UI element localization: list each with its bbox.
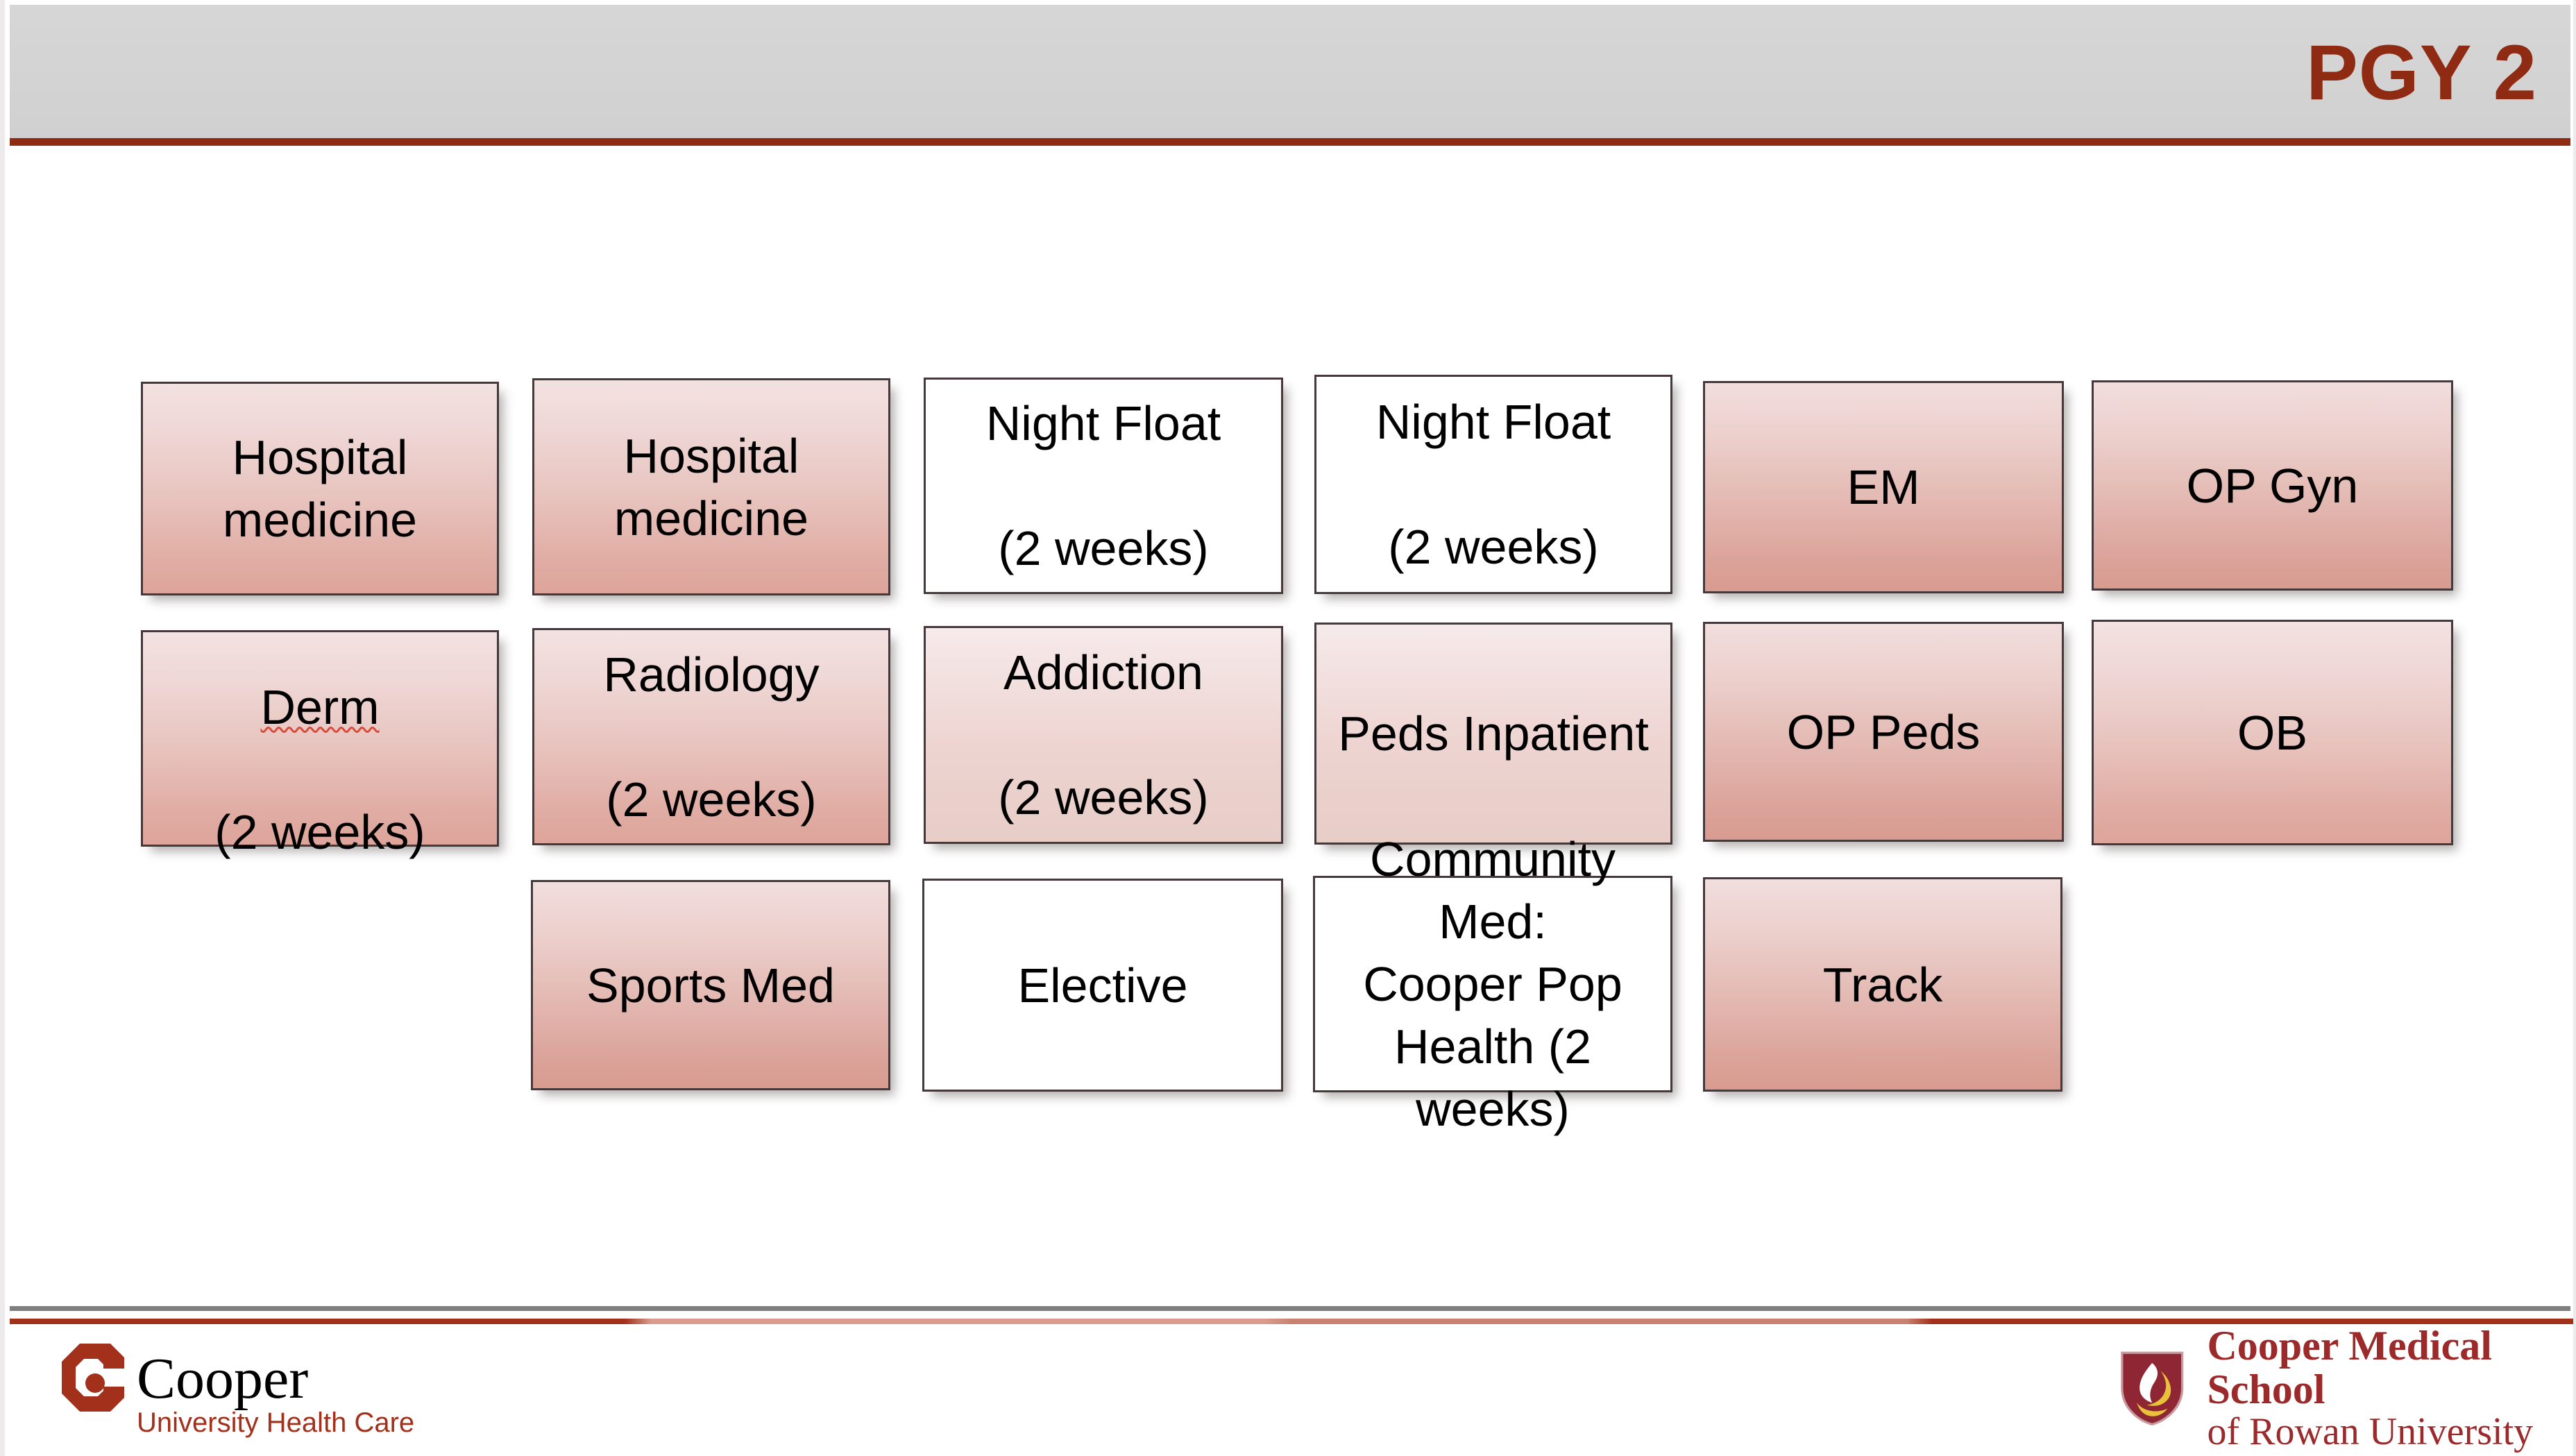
rotation-box[interactable]: Night Float (2 weeks) [924, 378, 1283, 594]
rotation-box[interactable]: Elective [922, 879, 1283, 1092]
rotation-sublabel: (2 weeks) [214, 805, 425, 859]
rotation-label: OB [2237, 705, 2308, 760]
footer-divider-gray [10, 1306, 2570, 1311]
rotation-box[interactable]: Derm (2 weeks) [141, 630, 499, 859]
rotation-box[interactable]: Addiction (2 weeks) [924, 626, 1283, 844]
rotation-label: EM [1847, 460, 1920, 514]
rotation-label: Peds Inpatient [1338, 706, 1649, 761]
rotation-box[interactable]: Radiology (2 weeks) [532, 628, 890, 845]
page-title: PGY 2 [2306, 29, 2537, 116]
rotation-box[interactable]: Hospital medicine [141, 382, 499, 595]
rotation-label: Track [1822, 957, 1943, 1012]
cooper-wordmark: Cooper [137, 1346, 308, 1411]
rotation-box[interactable]: Track [1703, 877, 2062, 1092]
cooper-shield-flame-icon [2121, 1351, 2184, 1426]
cooper-university-health-care-logo: Cooper University Health Care [48, 1339, 437, 1444]
rotation-box[interactable]: Peds Inpatient [1314, 623, 1672, 845]
spellcheck-word: Derm [260, 680, 380, 734]
cooper-medical-school-logo: Cooper Medical School of Rowan Universit… [2115, 1323, 2545, 1452]
footer-divider-red [10, 1319, 2573, 1324]
rotation-label: Night Float (2 weeks) [985, 396, 1221, 575]
rotation-schedule-grid: Hospital medicine Hospital medicine Nigh… [5, 0, 2576, 1456]
rotation-label: Hospital medicine [222, 430, 418, 547]
rotation-box[interactable]: Hospital medicine [532, 378, 890, 595]
rotation-label: OP Gyn [2186, 458, 2359, 513]
rotation-label: Elective [1017, 958, 1188, 1013]
rotation-box[interactable]: Night Float (2 weeks) [1314, 375, 1672, 594]
cooper-octagon-c-icon [62, 1344, 124, 1412]
cooper-medical-school-text: Cooper Medical School of Rowan Universit… [2207, 1322, 2545, 1453]
cooper-logo-svg: Cooper University Health Care [62, 1344, 414, 1438]
rotation-label: Night Float (2 weeks) [1375, 395, 1611, 574]
rotation-box[interactable]: Community Med: Cooper Pop Health (2 week… [1313, 832, 1672, 1136]
cms-title-line2: of Rowan University [2207, 1410, 2534, 1453]
rotation-label: Community Med: Cooper Pop Health (2 week… [1363, 832, 1622, 1136]
cooper-tagline: University Health Care [137, 1407, 414, 1438]
rotation-box[interactable]: EM [1703, 381, 2064, 593]
rotation-box[interactable]: OP Peds [1703, 622, 2064, 842]
rotation-label: Hospital medicine [613, 428, 809, 545]
rotation-label: Radiology (2 weeks) [603, 647, 820, 827]
rotation-box[interactable]: OB [2092, 620, 2453, 845]
slide-header-bar: PGY 2 [10, 5, 2570, 146]
rotation-box[interactable]: Sports Med [531, 880, 890, 1090]
rotation-label: Sports Med [586, 958, 835, 1013]
rotation-label: OP Peds [1786, 704, 1981, 759]
rotation-label: Addiction (2 weeks) [998, 645, 1209, 824]
cms-title-line1: Cooper Medical School [2207, 1322, 2492, 1412]
rotation-label: Derm (2 weeks) [207, 613, 432, 863]
rotation-box[interactable]: OP Gyn [2092, 380, 2453, 591]
